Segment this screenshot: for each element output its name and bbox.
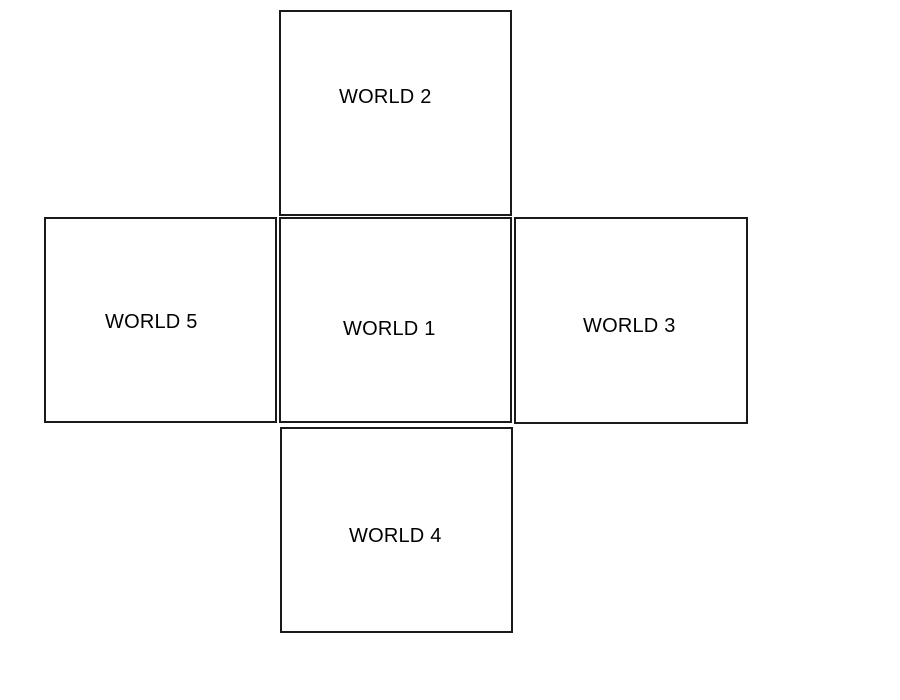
world-1-box: WORLD 1: [279, 217, 512, 423]
world-3-label: WORLD 3: [583, 315, 676, 337]
world-5-box: WORLD 5: [44, 217, 277, 423]
world-2-label: WORLD 2: [339, 86, 432, 108]
world-2-box: WORLD 2: [279, 10, 512, 216]
world-1-label: WORLD 1: [343, 318, 436, 340]
world-4-label: WORLD 4: [349, 525, 442, 547]
world-5-label: WORLD 5: [105, 311, 198, 333]
world-4-box: WORLD 4: [280, 427, 513, 633]
world-3-box: WORLD 3: [514, 217, 748, 424]
